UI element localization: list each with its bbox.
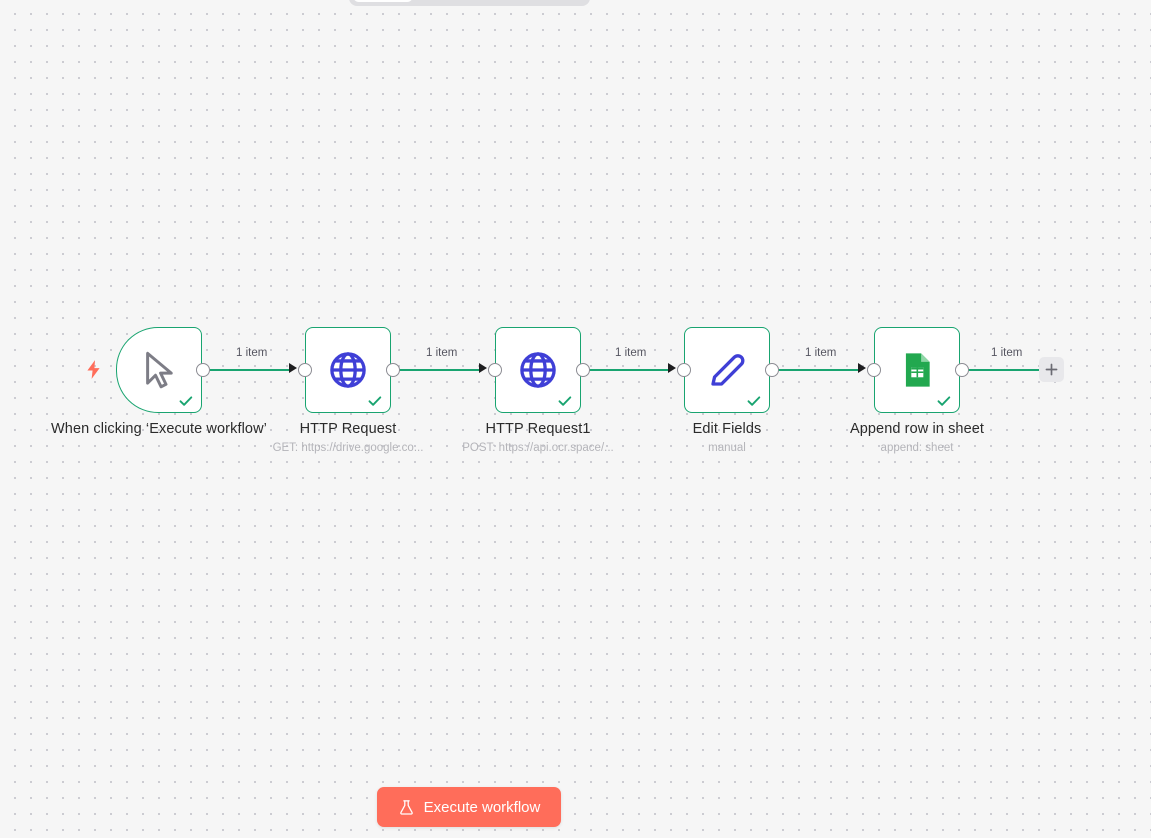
flask-icon bbox=[399, 799, 413, 815]
workflow-node-when-clicking-execute-workflow[interactable]: When clicking ‘Execute workflow’ bbox=[51, 327, 267, 437]
connection-arrow-icon bbox=[289, 363, 297, 373]
node-input-endpoint[interactable] bbox=[677, 363, 691, 377]
node-output-endpoint[interactable] bbox=[955, 363, 969, 377]
execute-workflow-label: Execute workflow bbox=[423, 798, 541, 816]
connection-arrow-icon bbox=[668, 363, 676, 373]
connection-line[interactable] bbox=[210, 369, 289, 372]
connection-arrow-icon bbox=[858, 363, 866, 373]
trigger-lightning-bolt-icon bbox=[87, 360, 100, 379]
node-body[interactable] bbox=[495, 327, 581, 413]
node-input-endpoint[interactable] bbox=[488, 363, 502, 377]
connection-line[interactable] bbox=[778, 369, 858, 372]
add-node-button[interactable] bbox=[1039, 357, 1064, 382]
top-tab-bar[interactable] bbox=[349, 0, 590, 6]
cursor-pointer-icon bbox=[146, 351, 173, 389]
connection-line[interactable] bbox=[589, 369, 668, 372]
node-success-check-icon bbox=[937, 396, 951, 406]
connection-arrow-icon bbox=[479, 363, 487, 373]
node-success-check-icon bbox=[747, 396, 761, 406]
connection-line[interactable] bbox=[399, 369, 479, 372]
globe-icon bbox=[330, 352, 366, 388]
connection-item-count: 1 item bbox=[802, 347, 840, 359]
execute-workflow-button[interactable]: Execute workflow bbox=[377, 787, 561, 827]
node-body[interactable] bbox=[874, 327, 960, 413]
node-input-endpoint[interactable] bbox=[298, 363, 312, 377]
node-title: Append row in sheet bbox=[849, 421, 985, 437]
node-body[interactable] bbox=[684, 327, 770, 413]
connection-item-count: 1 item bbox=[988, 347, 1026, 359]
node-success-check-icon bbox=[558, 396, 572, 406]
globe-icon bbox=[520, 352, 556, 388]
node-title: When clicking ‘Execute workflow’ bbox=[51, 421, 267, 437]
node-title: HTTP Request bbox=[299, 421, 397, 437]
node-subtitle: append: sheet bbox=[880, 442, 954, 454]
plus-icon bbox=[1045, 363, 1058, 376]
node-success-check-icon bbox=[368, 396, 382, 406]
node-output-endpoint[interactable] bbox=[576, 363, 590, 377]
workflow-node-edit-fields[interactable]: Edit Fields manual bbox=[684, 327, 770, 454]
node-body[interactable] bbox=[305, 327, 391, 413]
connection-item-count: 1 item bbox=[423, 347, 461, 359]
node-output-endpoint[interactable] bbox=[765, 363, 779, 377]
node-output-endpoint[interactable] bbox=[196, 363, 210, 377]
node-output-endpoint[interactable] bbox=[386, 363, 400, 377]
node-input-endpoint[interactable] bbox=[867, 363, 881, 377]
google-sheets-icon bbox=[905, 353, 930, 387]
pen-icon bbox=[711, 354, 745, 386]
node-body[interactable] bbox=[116, 327, 202, 413]
connection-item-count: 1 item bbox=[612, 347, 650, 359]
node-title: Edit Fields bbox=[692, 421, 762, 437]
node-title: HTTP Request1 bbox=[485, 421, 591, 437]
workflow-node-http-request1[interactable]: HTTP Request1 POST: https://api.ocr.spac… bbox=[462, 327, 614, 454]
workflow-node-http-request[interactable]: HTTP Request GET: https://drive.google.c… bbox=[273, 327, 423, 454]
connection-item-count: 1 item bbox=[233, 347, 271, 359]
workflow-node-append-row-in-sheet[interactable]: Append row in sheet append: sheet bbox=[850, 327, 984, 454]
top-tab-bar-active-tab[interactable] bbox=[353, 0, 413, 2]
connection-line[interactable] bbox=[968, 369, 1041, 372]
node-success-check-icon bbox=[179, 396, 193, 406]
